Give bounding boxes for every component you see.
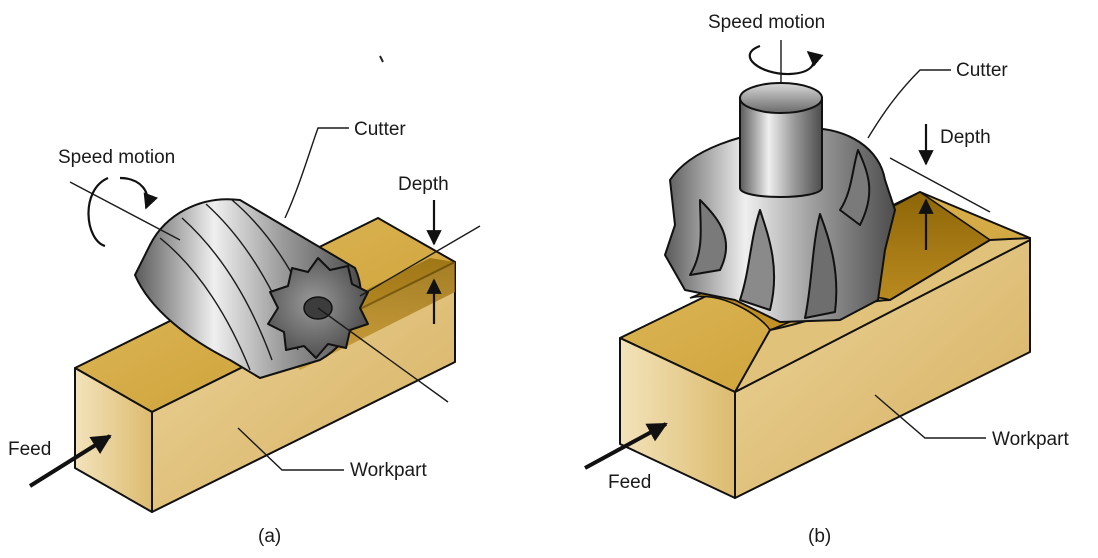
workpart-label-a: Workpart (350, 460, 427, 481)
cutter-b-flute (804, 213, 838, 319)
workpart-leader-a (237, 427, 344, 471)
feed-label-a: Feed (8, 439, 51, 460)
arbor-axis-a (317, 307, 449, 403)
speed-motion-label-b: Speed motion (708, 12, 825, 33)
caption-a: (a) (258, 526, 281, 547)
depth-label-a: Depth (398, 174, 449, 195)
depth-ref-line-b (889, 157, 991, 213)
cutter-a-flute (181, 217, 273, 361)
panel-b: Speed motion Cutter Depth Feed Workpart … (584, 12, 1069, 547)
stray-mark (379, 55, 384, 63)
depth-label-b: Depth (940, 127, 991, 148)
cutter-b-shank (739, 97, 823, 198)
caption-b: (b) (808, 526, 831, 547)
feed-arrow-b (584, 422, 668, 470)
cutter-a-flute (159, 237, 251, 371)
rotation-arrow-b (748, 44, 824, 76)
cutter-label-a: Cutter (354, 119, 406, 140)
workpart-label-b: Workpart (992, 429, 1069, 450)
feed-arrow-a (28, 434, 112, 488)
cutter-b-flute (839, 149, 871, 226)
feed-label-b: Feed (608, 472, 651, 493)
cutter-b (664, 82, 896, 323)
cutter-a (134, 198, 369, 379)
panel-a: Speed motion Cutter Depth Feed Workpart … (8, 119, 481, 547)
cutter-leader-b (867, 69, 951, 139)
speed-motion-label-a: Speed motion (58, 147, 175, 168)
speed-axis-a (69, 181, 181, 241)
cutter-b-shank-top (739, 82, 823, 114)
rotation-arrow-a (87, 176, 147, 248)
cutter-label-b: Cutter (956, 60, 1008, 81)
cutter-leader-a (284, 127, 349, 219)
depth-ref-line-a (359, 225, 481, 297)
cutter-b-flute (739, 209, 776, 311)
cutter-b-body (664, 126, 896, 323)
cutter-b-flute (689, 199, 728, 276)
workpart-leader-b (874, 394, 986, 439)
